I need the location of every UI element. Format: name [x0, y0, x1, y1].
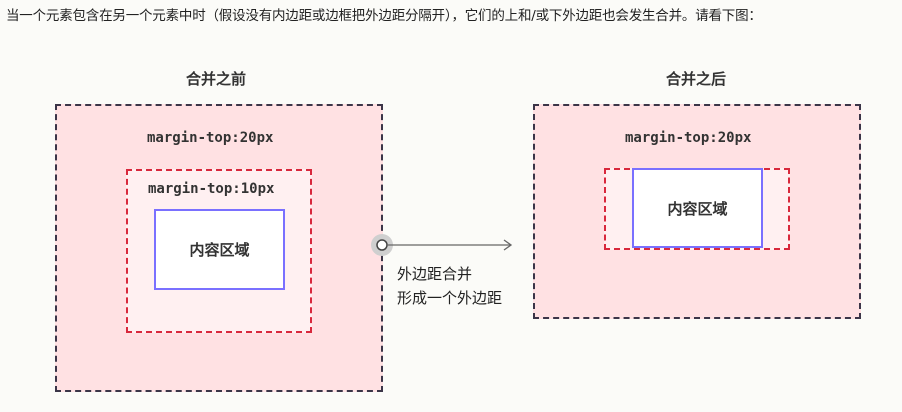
arrow-note: 外边距合并 形成一个外边距: [397, 262, 502, 310]
content-area-after: 内容区域: [632, 168, 763, 248]
arrow-note-line2: 形成一个外边距: [397, 289, 503, 307]
outer-margin-label: margin-top:20px: [147, 130, 274, 146]
outer-box-after: margin-top:20px 内容区域: [533, 104, 861, 319]
after-margin-label: margin-top:20px: [625, 130, 752, 146]
inner-box-before: margin-top:10px 内容区域: [126, 169, 312, 333]
content-area-before: 内容区域: [154, 209, 285, 290]
inner-margin-label: margin-top:10px: [148, 181, 275, 197]
inner-box-after: 内容区域: [604, 168, 790, 250]
arrow-note-line1: 外边距合并: [397, 265, 473, 283]
merge-arrow: [371, 234, 513, 256]
outer-box-before: margin-top:20px margin-top:10px 内容区域: [55, 104, 383, 392]
arrow-head: [503, 239, 513, 251]
caption-after: 合并之后: [665, 70, 726, 88]
intro-text: 当一个元素包含在另一个元素中时（假设没有内边距或边框把外边距分隔开），它们的上和…: [6, 8, 762, 24]
arrow-start-dot: [376, 239, 388, 251]
caption-before: 合并之前: [185, 70, 246, 88]
